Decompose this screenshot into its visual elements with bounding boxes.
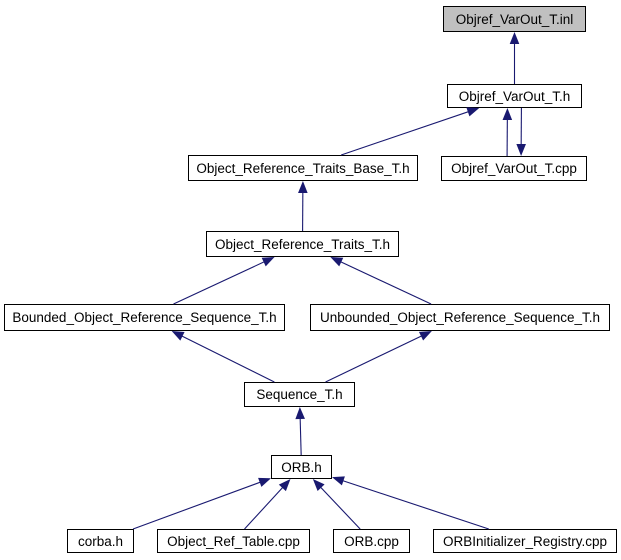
node-sequence-t-h[interactable]: Sequence_T.h — [244, 382, 355, 407]
arrowhead-object-ref-table-cpp-to-orb-h — [278, 479, 291, 492]
arrowhead-obj-ref-traits-to-obj-ref-traits-base — [298, 181, 308, 194]
node-corba-h[interactable]: corba.h — [67, 529, 134, 553]
edge-bounded-seq-to-obj-ref-traits — [173, 259, 270, 305]
node-object-reference-traits-base-t-h[interactable]: Object_Reference_Traits_Base_T.h — [188, 155, 418, 181]
edge-unbounded-seq-to-obj-ref-traits — [335, 259, 432, 305]
node-label: corba.h — [77, 533, 124, 549]
arrowhead-unbounded-seq-to-obj-ref-traits — [330, 257, 344, 267]
node-unbounded-object-reference-sequence-t-h[interactable]: Unbounded_Object_Reference_Sequence_T.h — [310, 304, 610, 331]
edge-sequence-t-h-to-unbounded-seq — [325, 333, 427, 383]
node-label: ORB.h — [281, 459, 322, 475]
arrowhead-objref-varout-h-to-objref-varout-inl — [509, 32, 520, 44]
node-objref-varout-h[interactable]: Objref_VarOut_T.h — [447, 84, 582, 108]
node-label: ORBInitializer_Registry.cpp — [442, 533, 608, 549]
arrowhead-orb-cpp-to-orb-h — [312, 479, 325, 492]
edge-corba-h-to-orb-h — [132, 479, 266, 530]
node-label: Bounded_Object_Reference_Sequence_T.h — [12, 310, 277, 325]
node-object-ref-table-cpp[interactable]: Object_Ref_Table.cpp — [157, 529, 310, 553]
node-label: Object_Reference_Traits_T.h — [214, 236, 391, 252]
edge-orbinitializer-registry-cpp-to-orb-h — [337, 478, 489, 530]
arrowhead-orb-h-to-sequence-t-h — [295, 407, 305, 420]
arrowhead-bounded-seq-to-obj-ref-traits — [261, 257, 275, 267]
edge-orb-h-to-sequence-t-h — [299, 412, 302, 456]
arrowhead-orbinitializer-registry-cpp-to-orb-h — [332, 476, 345, 486]
node-label: ORB.cpp — [344, 533, 399, 549]
node-label: Sequence_T.h — [256, 387, 343, 402]
node-label: Objref_VarOut_T.h — [458, 88, 571, 104]
arrowhead-sequence-t-h-to-bounded-seq — [171, 331, 185, 341]
arrowhead-objref-varout-cpp-to-objref-varout-h — [502, 108, 513, 121]
edge-object-ref-table-cpp-to-orb-h — [244, 483, 287, 530]
arrowhead-obj-ref-traits-base-to-objref-varout-h — [466, 107, 480, 117]
node-label: Objref_VarOut_T.inl — [455, 11, 574, 27]
node-object-reference-traits-t-h[interactable]: Object_Reference_Traits_T.h — [206, 231, 399, 257]
arrowhead-objref-varout-h-to-objref-varout-cpp — [516, 143, 526, 156]
edge-orb-cpp-to-orb-h — [316, 482, 361, 530]
node-label: Objref_VarOut_T.cpp — [451, 161, 577, 176]
edge-sequence-t-h-to-bounded-seq — [176, 333, 275, 383]
arrowhead-sequence-t-h-to-unbounded-seq — [418, 331, 432, 341]
node-orb-h[interactable]: ORB.h — [271, 455, 332, 479]
node-label: Object_Reference_Traits_Base_T.h — [196, 160, 410, 176]
node-orb-cpp[interactable]: ORB.cpp — [333, 529, 410, 553]
node-label: Object_Ref_Table.cpp — [167, 533, 300, 549]
node-bounded-object-reference-sequence-t-h[interactable]: Bounded_Object_Reference_Sequence_T.h — [4, 304, 285, 331]
node-objref-varout-inl[interactable]: Objref_VarOut_T.inl — [443, 6, 586, 32]
edge-obj-ref-traits-base-to-objref-varout-h — [341, 109, 474, 156]
arrowhead-corba-h-to-orb-h — [258, 477, 271, 487]
node-orbinitializer-registry-cpp[interactable]: ORBInitializer_Registry.cpp — [433, 529, 617, 553]
node-label: Unbounded_Object_Reference_Sequence_T.h — [320, 310, 600, 325]
node-objref-varout-cpp[interactable]: Objref_VarOut_T.cpp — [441, 156, 587, 181]
